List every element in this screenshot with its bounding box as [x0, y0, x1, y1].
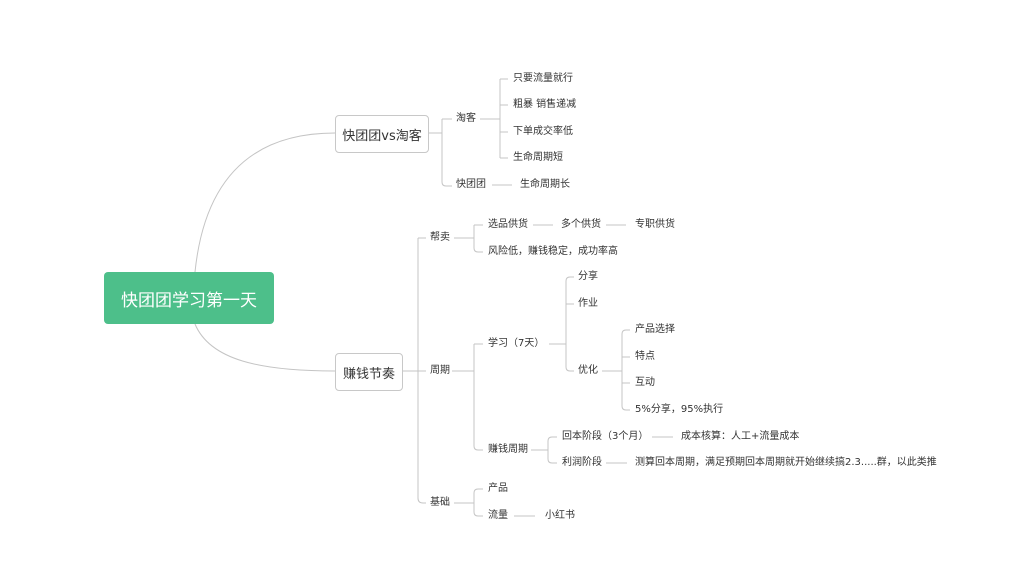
branch-kuaituantuan-vs-taoke[interactable]: 快团团vs淘客 [335, 115, 429, 153]
node-cycle[interactable]: 周期 [430, 365, 450, 376]
node-low-risk[interactable]: 风险低，赚钱稳定，成功率高 [488, 246, 618, 257]
node-profit-detail[interactable]: 测算回本周期，满足预期回本周期就开始继续搞2.3.....群，以此类推 [635, 457, 937, 468]
node-taoke[interactable]: 淘客 [456, 113, 476, 124]
node-dedicated-supply[interactable]: 专职供货 [635, 219, 675, 230]
node-product[interactable]: 产品 [488, 483, 508, 494]
node-optimize[interactable]: 优化 [578, 365, 598, 376]
node-kuaituantuan[interactable]: 快团团 [456, 179, 486, 190]
node-xiaohongshu[interactable]: 小红书 [545, 510, 575, 521]
node-profit-stage[interactable]: 利润阶段 [562, 457, 602, 468]
node-bangmai[interactable]: 帮卖 [430, 232, 450, 243]
branch-earning-rhythm[interactable]: 赚钱节奏 [335, 353, 403, 391]
node-traffic[interactable]: 流量 [488, 510, 508, 521]
node-optimize-item[interactable]: 特点 [635, 351, 655, 362]
node-cost-accounting[interactable]: 成本核算：人工+流量成本 [681, 431, 800, 442]
node-optimize-item[interactable]: 5%分享，95%执行 [635, 404, 724, 415]
node-share[interactable]: 分享 [578, 271, 598, 282]
node-homework[interactable]: 作业 [578, 298, 598, 309]
node-study[interactable]: 学习（7天） [488, 338, 545, 349]
node-optimize-item[interactable]: 产品选择 [635, 324, 675, 335]
node-taoke-item[interactable]: 粗暴 销售递减 [513, 99, 577, 110]
node-taoke-item[interactable]: 下单成交率低 [513, 126, 573, 137]
node-earning-cycle[interactable]: 赚钱周期 [488, 444, 528, 455]
node-long-lifecycle[interactable]: 生命周期长 [520, 179, 570, 190]
node-optimize-item[interactable]: 互动 [635, 377, 655, 388]
root-node[interactable]: 快团团学习第一天 [104, 272, 274, 324]
node-basics[interactable]: 基础 [430, 497, 450, 508]
node-multi-supply[interactable]: 多个供货 [561, 219, 601, 230]
node-payback-stage[interactable]: 回本阶段（3个月） [562, 431, 649, 442]
node-product-supply[interactable]: 选品供货 [488, 219, 528, 230]
node-taoke-item[interactable]: 生命周期短 [513, 152, 563, 163]
node-taoke-item[interactable]: 只要流量就行 [513, 73, 573, 84]
